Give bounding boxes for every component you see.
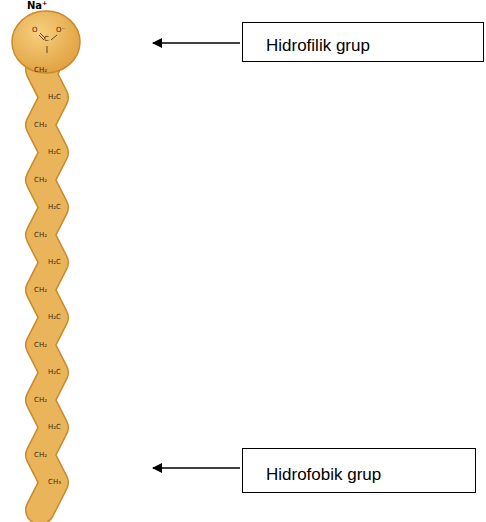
ion-label: Na⁺ [27, 1, 47, 11]
group-label: CH₂ [34, 177, 47, 184]
group-label: H₂C [48, 259, 61, 266]
bond-lines [39, 33, 57, 53]
atom-label: C [44, 36, 49, 43]
group-label: H₂C [48, 369, 61, 376]
callout-label: Hidrofilik grup [266, 36, 483, 56]
group-label: CH₂ [34, 287, 47, 294]
leader-arrow [153, 467, 240, 469]
group-label: H₂C [48, 314, 61, 321]
group-label: CH₂ [34, 452, 47, 459]
callout-label: Hidrofobik grup [266, 465, 475, 485]
callout-box: Hidrofilik grup [242, 22, 484, 62]
atom-label: O⁻ [56, 27, 65, 34]
atom-label: O [32, 27, 38, 34]
group-label: CH₂ [34, 67, 47, 74]
group-label: H₂C [48, 204, 61, 211]
leader-arrow [153, 42, 240, 44]
group-label: H₂C [48, 424, 61, 431]
group-label: CH₂ [34, 122, 47, 129]
group-label: H₂C [48, 149, 61, 156]
group-label: CH₂ [34, 397, 47, 404]
group-label: CH₂ [34, 342, 47, 349]
group-label: CH₂ [34, 232, 47, 239]
hydrophilic-head [12, 11, 80, 73]
callout-box: Hidrofobik grup [242, 448, 476, 493]
group-label: H₂C [48, 94, 61, 101]
group-label: CH₃ [48, 479, 61, 486]
